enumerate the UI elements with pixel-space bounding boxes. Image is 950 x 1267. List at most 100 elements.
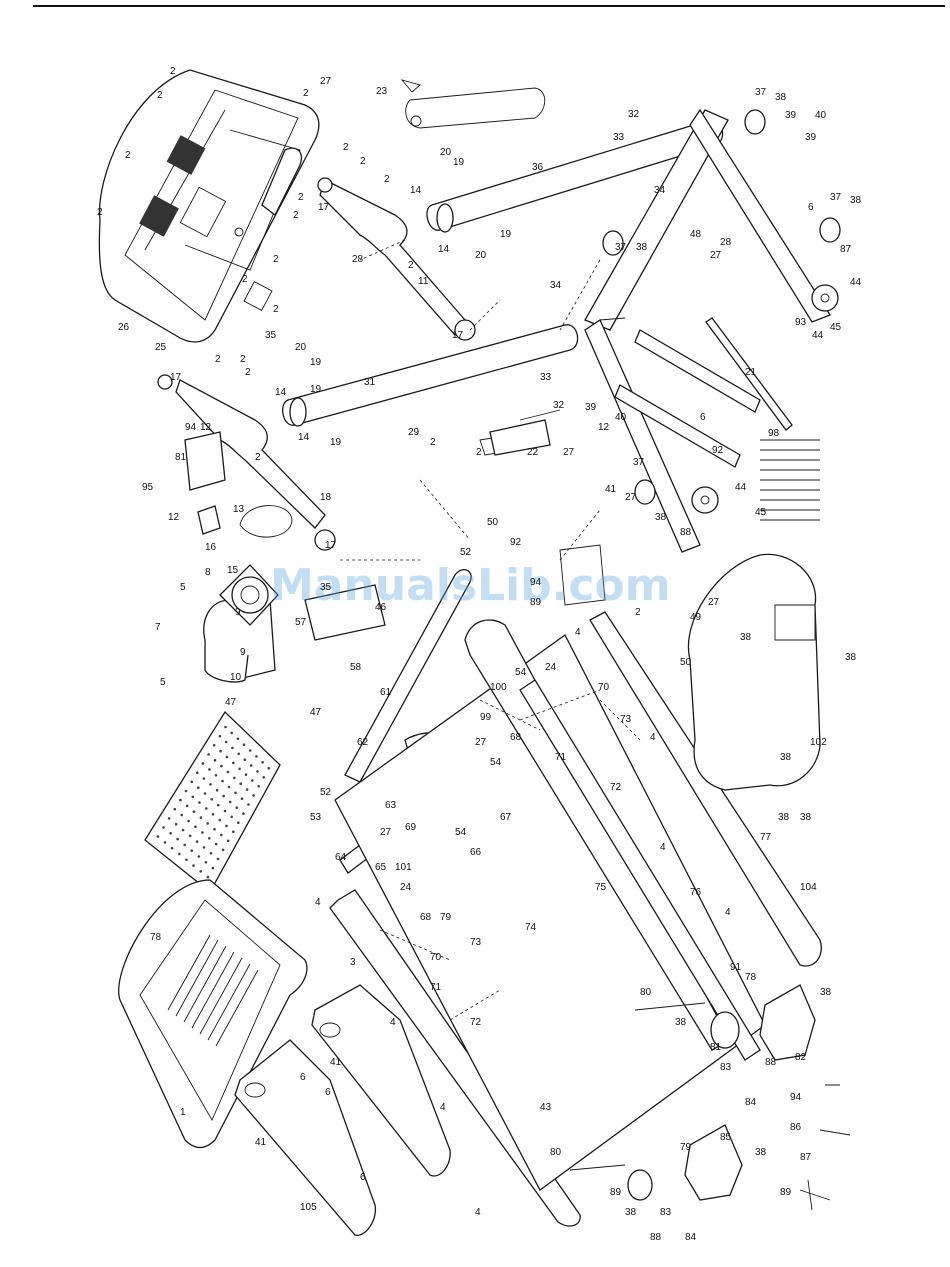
platform-perforation — [226, 770, 230, 774]
part-number: 46 — [375, 602, 387, 613]
part-number: 38 — [636, 242, 648, 253]
part-number: 2 — [255, 452, 261, 463]
platform-perforation — [224, 725, 227, 729]
part-number: 4 — [660, 842, 666, 853]
part-number: 37 — [633, 457, 645, 468]
handrail-11 — [319, 179, 466, 337]
platform-perforation — [212, 744, 216, 747]
part-number: 94 — [185, 422, 197, 433]
platform-perforation — [242, 812, 245, 815]
part-number: 27 — [563, 447, 575, 458]
part-number: 89 — [780, 1187, 792, 1198]
rail-75 — [589, 611, 822, 967]
part-number: 20 — [440, 147, 452, 158]
part-number: 64 — [335, 852, 347, 863]
part-number: 39 — [785, 110, 797, 121]
platform-perforation — [244, 773, 248, 776]
part-number: 38 — [655, 512, 667, 523]
platform-perforation — [232, 830, 235, 833]
part-number: 78 — [745, 972, 757, 983]
platform-perforation — [188, 834, 192, 838]
part-number: 2 — [298, 192, 304, 203]
part-number: 69 — [405, 822, 417, 833]
platform-perforation — [251, 779, 254, 782]
platform-perforation — [238, 767, 241, 771]
part-number: 4 — [390, 1017, 396, 1028]
part-number: 70 — [598, 682, 610, 693]
part-number: 20 — [475, 250, 487, 261]
platform-perforation — [185, 858, 188, 862]
platform-perforation — [225, 755, 229, 759]
walking-platform-104 — [144, 710, 281, 893]
part-number: 19 — [310, 357, 322, 368]
platform-perforation — [208, 768, 211, 771]
platform-perforation — [220, 764, 223, 768]
platform-perforation — [209, 783, 212, 786]
part-number: 79 — [440, 912, 452, 923]
part-number: 43 — [540, 1102, 552, 1113]
part-number: 2 — [360, 156, 366, 167]
part-number: 52 — [320, 787, 332, 798]
part-number: 6 — [808, 202, 814, 213]
part-number: 99 — [480, 712, 492, 723]
part-number: 15 — [227, 565, 239, 576]
part-number: 80 — [550, 1147, 562, 1158]
platform-perforation — [243, 758, 247, 761]
part-number: 75 — [595, 882, 607, 893]
part-number: 23 — [376, 86, 388, 97]
platform-perforation — [218, 818, 222, 822]
part-number: 38 — [780, 752, 792, 763]
part-number: 32 — [628, 109, 640, 120]
part-number: 33 — [613, 132, 625, 143]
part-number: 2 — [273, 304, 279, 315]
platform-perforation — [176, 837, 179, 841]
part-number: 14 — [438, 244, 450, 255]
part-number: 84 — [685, 1232, 697, 1243]
part-number: 44 — [812, 330, 824, 341]
part-number: 67 — [500, 812, 512, 823]
part-number: 45 — [755, 507, 767, 518]
incline-frame-59 — [344, 569, 472, 783]
part-number: 27 — [708, 597, 720, 608]
platform-perforation — [224, 740, 228, 744]
platform-perforation — [237, 752, 240, 756]
part-number: 27 — [475, 737, 487, 748]
part-number: 68 — [420, 912, 432, 923]
part-number: 2 — [215, 354, 221, 365]
part-number: 37 — [830, 192, 842, 203]
platform-perforation — [183, 843, 186, 847]
part-number: 35 — [265, 330, 277, 341]
platform-perforation — [204, 861, 208, 864]
part-number: 2 — [242, 274, 248, 285]
part-number: 105 — [300, 1202, 317, 1213]
part-number: 14 — [410, 185, 422, 196]
platform-perforation — [249, 764, 253, 767]
platform-perforation — [239, 782, 242, 785]
part-number: 6 — [300, 1072, 306, 1083]
part-number: 38 — [820, 987, 832, 998]
part-number: 34 — [550, 280, 562, 291]
part-number: 62 — [357, 737, 369, 748]
part-number: 2 — [430, 437, 436, 448]
platform-perforation — [206, 822, 209, 825]
platform-perforation — [209, 851, 213, 855]
part-number: 41 — [255, 1137, 267, 1148]
platform-perforation — [211, 866, 215, 870]
platform-perforation — [221, 779, 224, 783]
part-number: 63 — [385, 800, 397, 811]
part-number: 53 — [310, 812, 322, 823]
platform-perforation — [207, 753, 210, 756]
platform-perforation — [208, 837, 211, 840]
part-number: 100 — [490, 682, 507, 693]
platform-perforation — [214, 842, 218, 846]
platform-perforation — [213, 827, 216, 831]
part-number: 17 — [170, 372, 182, 383]
motor-hood-1 — [118, 879, 308, 1149]
part-number: 4 — [650, 732, 656, 743]
part-number: 47 — [310, 707, 322, 718]
platform-perforation — [228, 800, 232, 804]
platform-perforation — [198, 801, 201, 804]
part-number: 88 — [680, 527, 692, 538]
part-number: 8 — [205, 567, 211, 578]
part-number: 2 — [245, 367, 251, 378]
